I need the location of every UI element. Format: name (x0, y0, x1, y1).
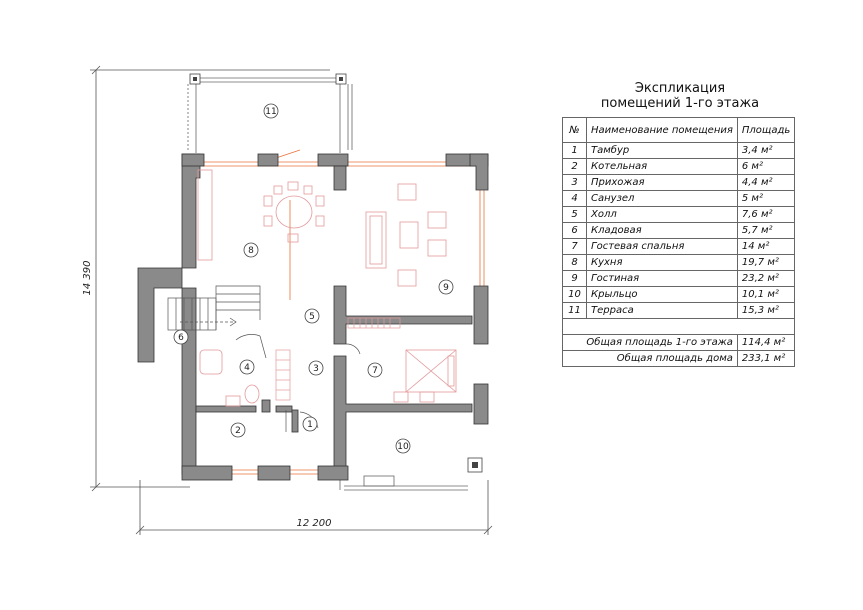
room-num-cell: 2 (562, 158, 587, 175)
header-num: № (562, 117, 587, 143)
stairs (167, 285, 261, 331)
room-area-cell: 5,7 м² (736, 222, 796, 239)
svg-text:1: 1 (307, 420, 313, 430)
header-area: Площадь (736, 117, 796, 143)
room-name-cell: Санузел (586, 190, 738, 207)
total-value: 233,1 м² (736, 350, 796, 367)
porch (339, 457, 483, 491)
room-name-cell: Холл (586, 206, 738, 223)
room-label: 9 (438, 279, 454, 295)
room-label: 11 (263, 103, 279, 119)
svg-text:2: 2 (235, 426, 241, 436)
total-row: Общая площадь 1-го этажа 114,4 м² (562, 334, 796, 351)
room-name-cell: Прихожая (586, 174, 738, 191)
room-num-cell: 9 (562, 270, 587, 287)
bathtub (199, 349, 223, 375)
header-name: Наименование помещения (586, 117, 738, 143)
room-name-cell: Тамбур (586, 142, 738, 159)
table-header-row: № Наименование помещения Площадь (562, 117, 796, 143)
room-area-cell: 5 м² (736, 190, 796, 207)
room-name-cell: Кладовая (586, 222, 738, 239)
room-label: 5 (304, 308, 320, 324)
svg-text:6: 6 (178, 333, 184, 343)
room-area-cell: 19,7 м² (736, 254, 796, 271)
room-num-cell: 4 (562, 190, 587, 207)
room-num-cell: 5 (562, 206, 587, 223)
room-name-cell: Гостевая спальня (586, 238, 738, 255)
sofa (365, 211, 387, 269)
room-area-cell: 14 м² (736, 238, 796, 255)
closet (275, 317, 401, 401)
room-name-cell: Кухня (586, 254, 738, 271)
total-value: 114,4 м² (736, 334, 796, 351)
total-label: Общая площадь дома (562, 350, 738, 367)
room-area-cell: 6 м² (736, 158, 796, 175)
furniture (197, 169, 457, 407)
svg-text:8: 8 (248, 246, 254, 256)
explication-title: Экспликация (634, 81, 726, 96)
room-area-cell: 23,2 м² (736, 270, 796, 287)
svg-text:11: 11 (265, 107, 276, 117)
room-label: 6 (173, 329, 189, 345)
svg-text:10: 10 (397, 442, 409, 452)
table-spacer-row (561, 318, 796, 335)
room-num-cell: 7 (562, 238, 587, 255)
room-label: 8 (243, 242, 259, 258)
room-area-cell: 15,3 м² (736, 302, 796, 319)
total-row: Общая площадь дома 233,1 м² (562, 350, 796, 367)
room-area-cell: 3,4 м² (736, 142, 796, 159)
svg-text:5: 5 (309, 312, 315, 322)
room-num-cell: 11 (562, 302, 587, 319)
room-name-cell: Терраса (586, 302, 738, 319)
svg-text:4: 4 (244, 363, 250, 373)
room-area-cell: 7,6 м² (736, 206, 796, 223)
room-label: 7 (367, 362, 383, 378)
svg-text:7: 7 (372, 366, 378, 376)
explication-subtitle: помещений 1-го этажа (600, 96, 760, 111)
room-name-cell: Котельная (586, 158, 738, 175)
room-num-cell: 8 (562, 254, 587, 271)
terrace (187, 73, 353, 153)
room-area-cell: 10,1 м² (736, 286, 796, 303)
room-num-cell: 10 (562, 286, 587, 303)
room-label: 3 (308, 360, 324, 376)
room-area-cell: 4,4 м² (736, 174, 796, 191)
room-label: 4 (239, 359, 255, 375)
total-label: Общая площадь 1-го этажа (562, 334, 738, 351)
toilet (244, 384, 260, 404)
room-label: 1 (302, 416, 318, 432)
dining-table (275, 195, 313, 229)
room-labels: 11 8 9 5 6 4 3 7 2 1 10 (173, 103, 454, 454)
room-num-cell: 1 (562, 142, 587, 159)
room-num-cell: 6 (562, 222, 587, 239)
room-name-cell: Гостиная (586, 270, 738, 287)
svg-text:3: 3 (313, 364, 319, 374)
coffee-table (399, 221, 419, 249)
svg-text:9: 9 (443, 283, 449, 293)
dim-width-text: 12 200 (297, 518, 332, 529)
room-num-cell: 3 (562, 174, 587, 191)
room-label: 2 (230, 422, 246, 438)
room-label: 10 (395, 438, 411, 454)
room-name-cell: Крыльцо (586, 286, 738, 303)
dim-height-text: 14 390 (82, 261, 93, 296)
